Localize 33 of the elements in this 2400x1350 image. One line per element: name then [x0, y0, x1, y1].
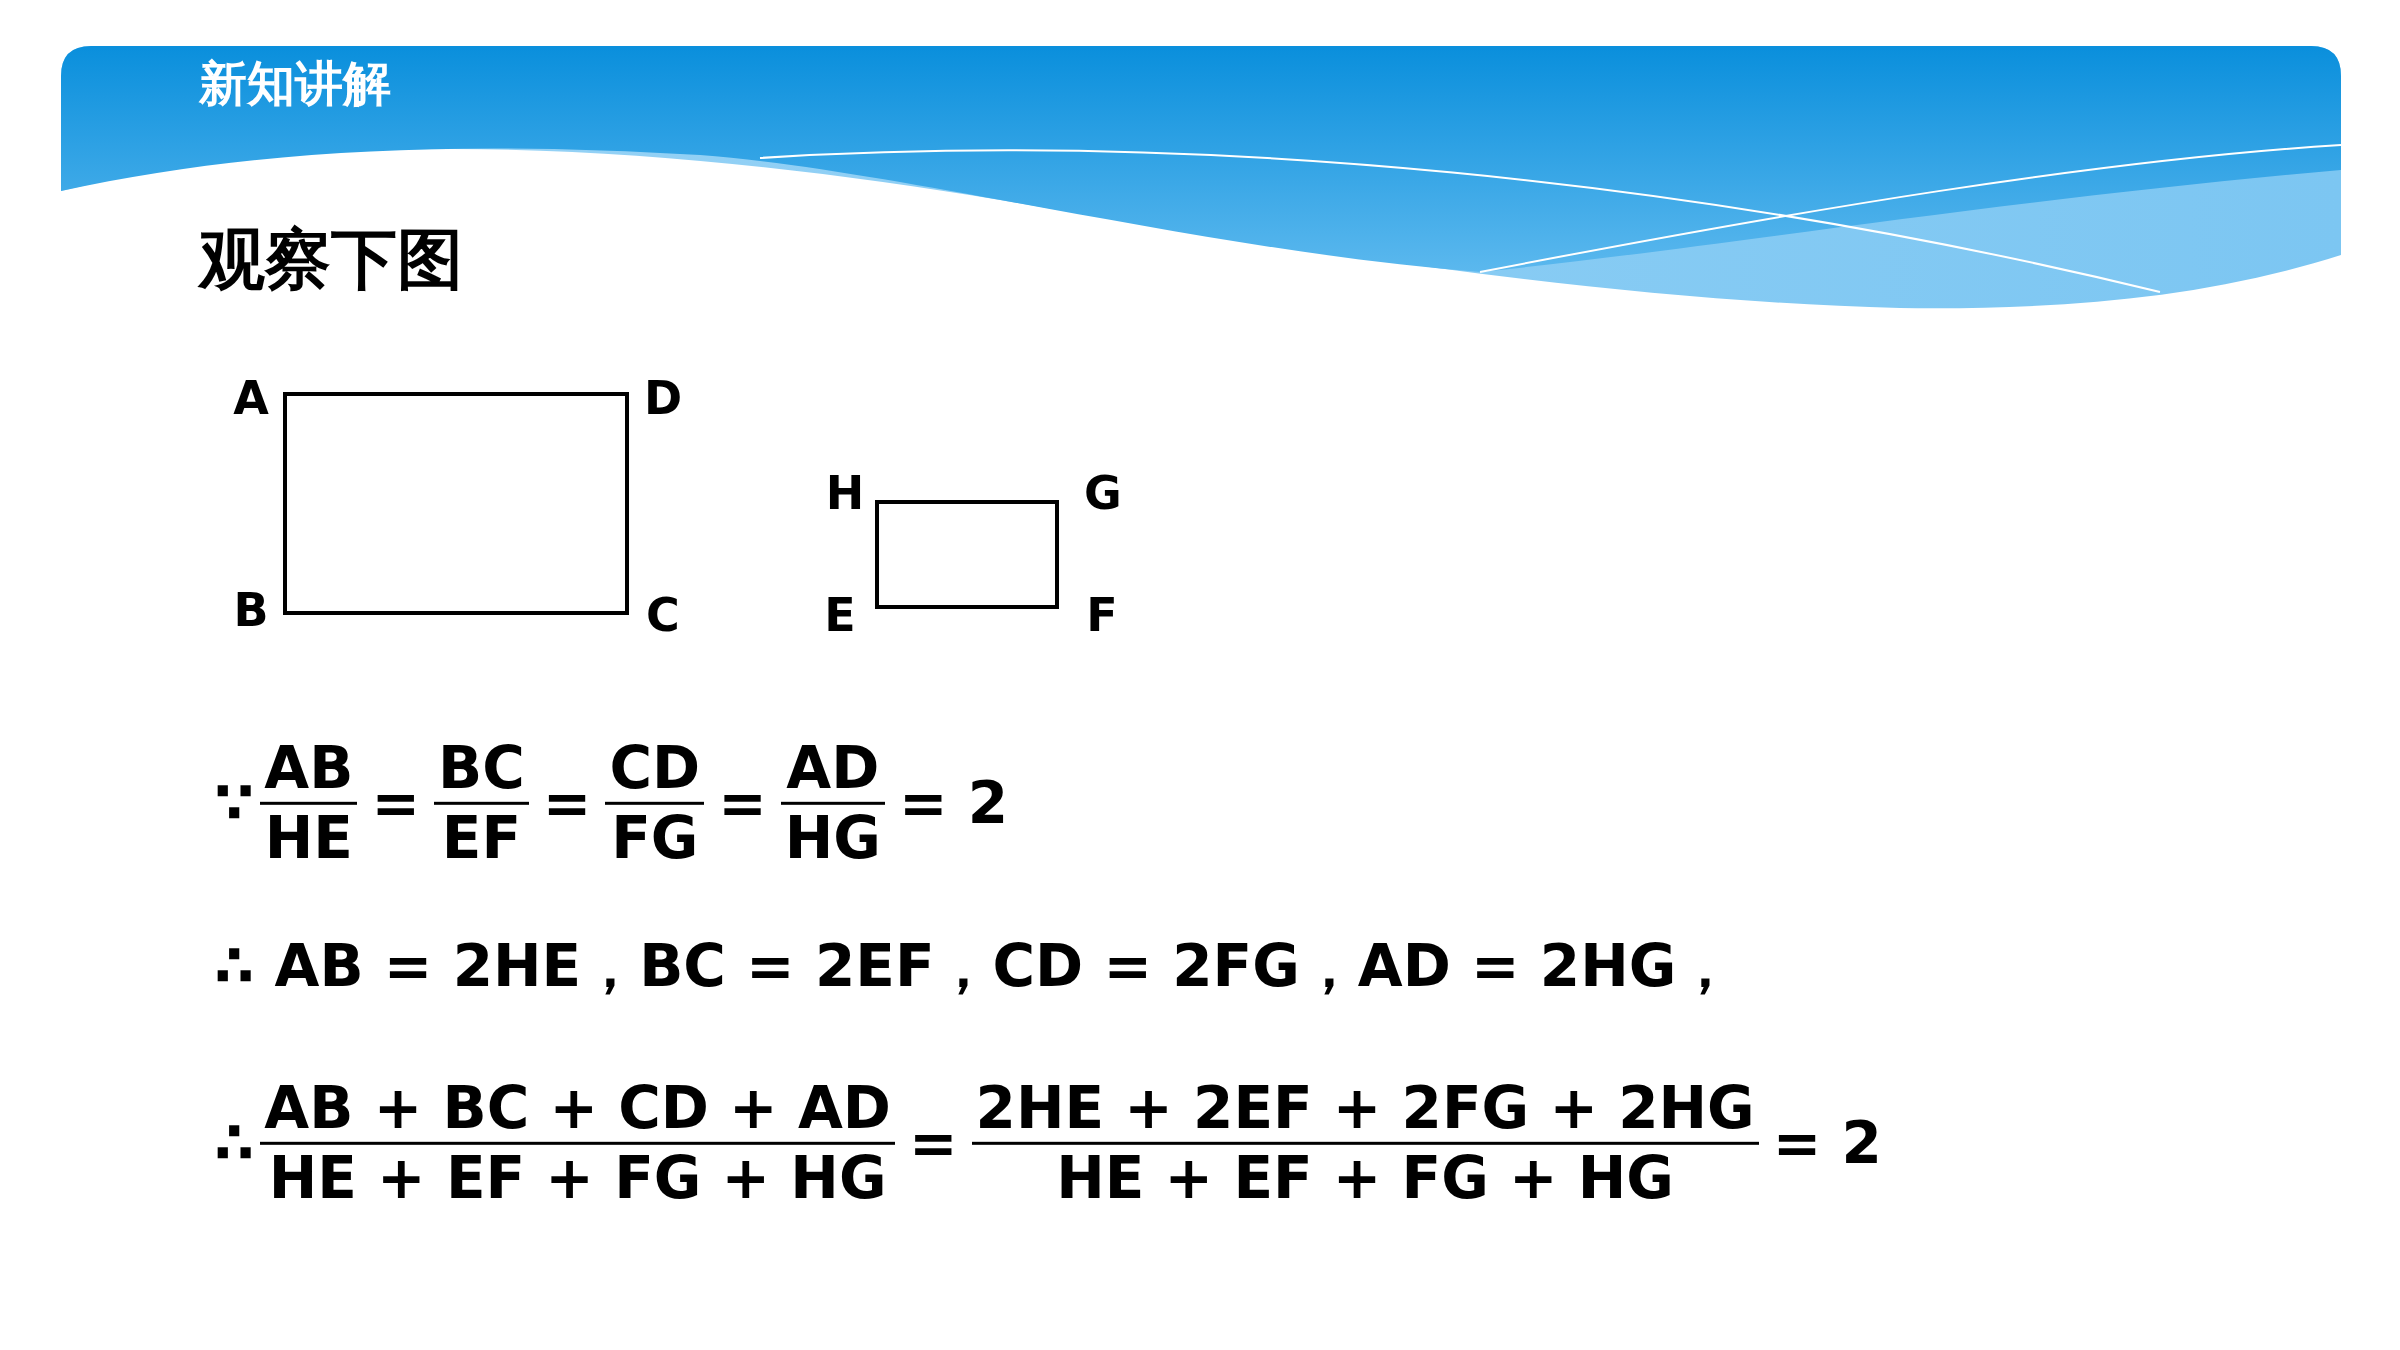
equals-sign: =: [718, 769, 767, 837]
vertex-label: B: [233, 587, 269, 633]
equals-sign: =: [371, 769, 421, 837]
equals-sign: =: [542, 769, 592, 837]
vertex-label: G: [1084, 470, 1122, 516]
vertex-label: A: [233, 375, 269, 421]
formula-text: ∴: [214, 1109, 255, 1177]
vertex-label: H: [825, 470, 865, 516]
numerator: 2HE + 2EF + 2FG + 2HG: [974, 1074, 1756, 1142]
denominator: EF: [440, 804, 523, 872]
denominator: FG: [610, 804, 700, 872]
equals-sign: =: [908, 1109, 958, 1177]
numerator: BC: [437, 734, 526, 802]
formula-text: ∵: [214, 769, 255, 837]
numerator: AD: [785, 734, 881, 802]
vertex-label: D: [643, 375, 683, 421]
numerator: AB + BC + CD + AD: [263, 1074, 892, 1142]
vertex-label: F: [1086, 592, 1118, 638]
section-heading: 观察下图: [199, 220, 463, 300]
equals-sign: = 2: [1772, 1109, 1882, 1177]
slide-title: 新知讲解: [199, 54, 391, 113]
denominator: HE + EF + FG + HG: [267, 1144, 888, 1212]
equals-sign: = 2: [898, 769, 1009, 837]
denominator: HE + EF + FG + HG: [1055, 1144, 1675, 1212]
denominator: HE: [263, 804, 354, 872]
numerator: CD: [608, 734, 702, 802]
vertex-label: C: [646, 592, 680, 638]
rectangle: [875, 500, 1059, 609]
rectangle: [283, 392, 629, 615]
vertex-label: E: [824, 592, 856, 638]
denominator: HG: [783, 804, 882, 872]
numerator: AB: [263, 734, 355, 802]
formula-text: ∴ AB = 2HE，BC = 2EF，CD = 2FG，AD = 2HG，: [214, 931, 1735, 1002]
